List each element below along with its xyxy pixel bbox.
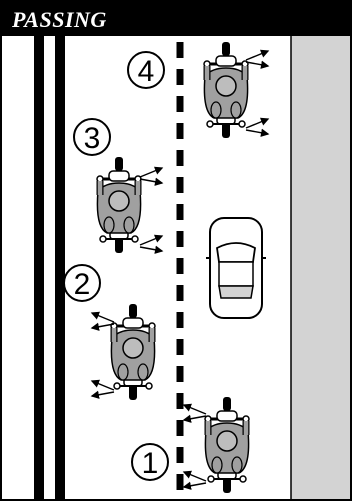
step-marker-3: 3: [74, 119, 110, 155]
step-label-2: 2: [74, 268, 91, 301]
step-marker-2: 2: [64, 265, 100, 301]
center-line-inner: [55, 36, 65, 499]
car: [206, 218, 266, 318]
step-label-3: 3: [84, 122, 101, 155]
step-label-1: 1: [142, 447, 159, 480]
motorcycle-position-1: [184, 397, 249, 493]
center-line-outer: [34, 36, 44, 499]
road-shoulder: [291, 36, 350, 499]
motorcycle-position-4: [204, 42, 268, 138]
step-marker-4: 4: [128, 52, 164, 88]
step-marker-1: 1: [132, 444, 168, 480]
step-label-4: 4: [138, 55, 155, 88]
motorcycle-position-2: [92, 304, 155, 400]
motorcycle-position-3: [97, 157, 162, 253]
